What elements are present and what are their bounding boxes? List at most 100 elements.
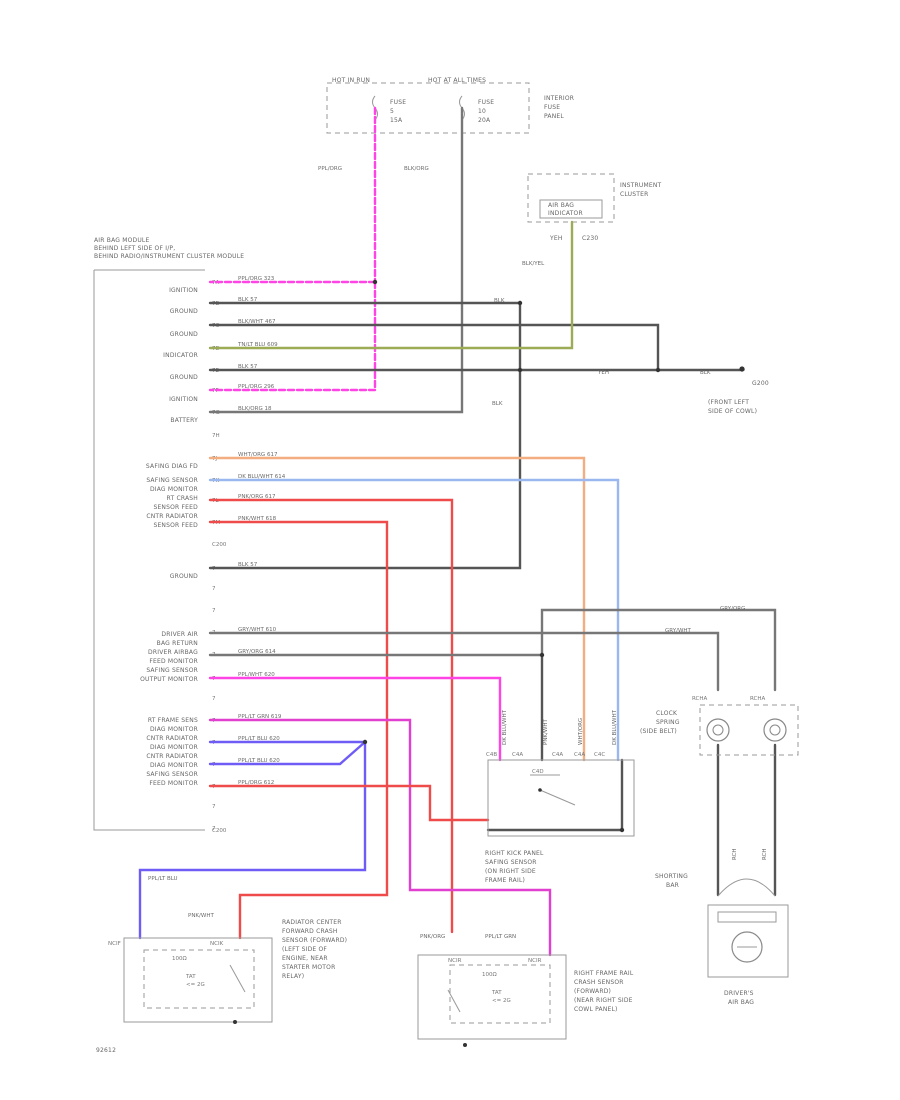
module-wire-label: WHT/ORG 617	[238, 452, 278, 458]
kick-vlabel-3: WHT/ORG	[578, 718, 584, 745]
module-pin: 7	[212, 608, 216, 614]
kick-label-1: RIGHT KICK PANEL	[485, 850, 544, 857]
module-wire-label: PPL/WHT 620	[238, 672, 275, 678]
frame-pin-left: NCIR	[448, 958, 462, 964]
module-pin: 7H	[212, 433, 220, 439]
radiator-g-rating: <= 2G	[186, 982, 205, 988]
frame-switch-contact	[447, 989, 461, 1013]
module-pin: 7	[212, 586, 216, 592]
kick-pin-5: C4C	[594, 752, 605, 758]
shorting-bar-label-2: BAR	[666, 882, 679, 889]
gry-org-driver-feed-wire	[208, 608, 777, 692]
clock-pin-a: RCHA	[692, 696, 708, 702]
drivers-airbag: DRIVER'S AIR BAG	[707, 878, 789, 1006]
module-wire-label: PNK/WHT 618	[238, 516, 277, 522]
fuse-panel-label-line3: PANEL	[544, 113, 564, 120]
module-left-label: RT FRAME SENS	[148, 717, 198, 724]
ground-point	[739, 366, 745, 372]
module-left-label: CNTR RADIATOR	[146, 735, 198, 742]
wire-label-blk-org: BLK/ORG	[404, 166, 429, 172]
clock-spring-coil-b	[763, 718, 787, 742]
kick-label-2: SAFING SENSOR	[485, 859, 537, 866]
radiator-label-1: RADIATOR CENTER	[282, 919, 342, 926]
safing-switch-contact	[539, 789, 576, 806]
module-left-label: GROUND	[170, 331, 198, 338]
module-left-label: DRIVER AIR	[161, 631, 198, 638]
module-title-1: AIR BAG MODULE	[94, 237, 149, 244]
frame-resistor: 100Ω	[482, 972, 497, 978]
module-wire-label: BLK/WHT 467	[238, 319, 276, 325]
module-left-label: RT CRASH	[167, 495, 198, 502]
kick-vlabel-2: PNK/WHT	[543, 719, 549, 745]
module-left-label: CNTR RADIATOR	[146, 513, 198, 520]
instrument-cluster: AIR BAG INDICATOR INSTRUMENT CLUSTER YEH…	[527, 173, 661, 242]
module-left-label: INDICATOR	[163, 352, 198, 359]
fuse-b-label: FUSE	[478, 99, 494, 106]
clock-pin-d: RCH	[762, 848, 768, 860]
module-left-label: DIAG MONITOR	[150, 726, 198, 733]
module-pin: 7F	[212, 388, 219, 394]
radiator-pin-left: NCIF	[108, 941, 121, 947]
module-pin: 7	[212, 696, 216, 702]
hot-at-all-times-label: HOT AT ALL TIMES	[428, 77, 486, 84]
pnk-wht-radiator-feed-wire	[208, 520, 389, 940]
airbag-squib-icon	[731, 931, 763, 963]
clock-spring: RCHA RCHA CLOCK SPRING (SIDE BELT) RCH R…	[640, 696, 799, 889]
module-wire-label: PPL/LT GRN 619	[238, 714, 282, 720]
module-left-label: FEED MONITOR	[149, 780, 198, 787]
module-left-label: DRIVER AIRBAG	[148, 649, 198, 656]
ppl-lt-blu-radiator-monitor-wire	[138, 740, 367, 940]
module-wire-label: DK BLU/WHT 614	[238, 474, 286, 480]
kick-pin-4: C4A	[574, 752, 585, 758]
pnk-org-rt-crash-feed-wire	[208, 498, 454, 934]
wire-label-ppl-lt-blu: PPL/LT BLU	[148, 876, 178, 882]
module-outline	[93, 270, 205, 831]
module-title-2: BEHIND LEFT SIDE OF I/P,	[94, 245, 175, 252]
blk-org-battery-wire	[208, 106, 464, 414]
module-left-label: SAFING SENSOR	[146, 771, 198, 778]
module-wire-label: PPL/ORG 323	[238, 276, 275, 282]
module-wire-label: PNK/ORG 617	[238, 494, 276, 500]
ppl-wht-safing-output-wire	[208, 676, 502, 762]
module-wire-label: PPL/ORG 296	[238, 384, 275, 390]
wire-label-pnk-wht: PNK/WHT	[188, 913, 214, 919]
gry-wht-driver-return-wire	[208, 631, 720, 692]
wire-label-gry-wht: GRY/WHT	[665, 628, 692, 634]
ground-id: G200	[752, 380, 769, 387]
drivers-airbag-label-1: DRIVER'S	[724, 990, 754, 997]
radiator-crash-sensor: NCIF NCIK 100Ω TAT <= 2G RADIATOR CENTER…	[108, 919, 347, 1023]
module-wire-label: GRY/ORG 614	[238, 649, 276, 655]
clock-spring-coil-a	[706, 718, 730, 742]
clock-pin-c: RCH	[732, 848, 738, 860]
wire-label-ppl-lt-grn: PPL/LT GRN	[485, 934, 516, 940]
kick-label-4: FRAME RAIL)	[485, 877, 525, 884]
ppl-lt-grn-frame-monitor-wire	[208, 718, 552, 957]
wire-label-blk-yel: BLK/YEL	[522, 261, 545, 267]
radiator-tat: TAT	[185, 974, 196, 980]
module-wire-label: PPL/LT BLU 620	[238, 758, 280, 764]
radiator-label-6: STARTER MOTOR	[282, 964, 335, 971]
module-pin: C200	[212, 828, 227, 834]
module-pin: 7	[212, 804, 216, 810]
radiator-resistor: 100Ω	[172, 956, 187, 962]
clock-spring-label-1: CLOCK	[656, 710, 678, 717]
radiator-label-4: (LEFT SIDE OF	[282, 946, 327, 953]
fuse-b-rating: 20A	[478, 117, 491, 124]
blk-yel-indicator-wire	[208, 220, 574, 350]
ground-label-2: SIDE OF COWL)	[708, 408, 757, 415]
wire-label-blk-ground: BLK	[700, 370, 711, 376]
module-pins: 7A7B7C7D7E7F7G7H7J7K7L7MC200777777777777…	[212, 280, 227, 834]
wire-label-blk: BLK	[494, 298, 505, 304]
module-wire-label: BLK 57	[238, 297, 258, 303]
module-left-label: DIAG MONITOR	[150, 762, 198, 769]
frame-g-rating: <= 2G	[492, 998, 511, 1004]
frame-pin-right: NCIR	[528, 958, 542, 964]
fuse-panel-label-line1: INTERIOR	[544, 95, 574, 102]
kick-pin-1: C4B	[486, 752, 497, 758]
radiator-pin-right: NCIK	[210, 941, 224, 947]
fuse-panel-label-line2: FUSE	[544, 104, 560, 111]
kick-vlabel-1: DK BLU/WHT	[502, 709, 508, 745]
kick-pin-6: C4D	[532, 769, 544, 775]
